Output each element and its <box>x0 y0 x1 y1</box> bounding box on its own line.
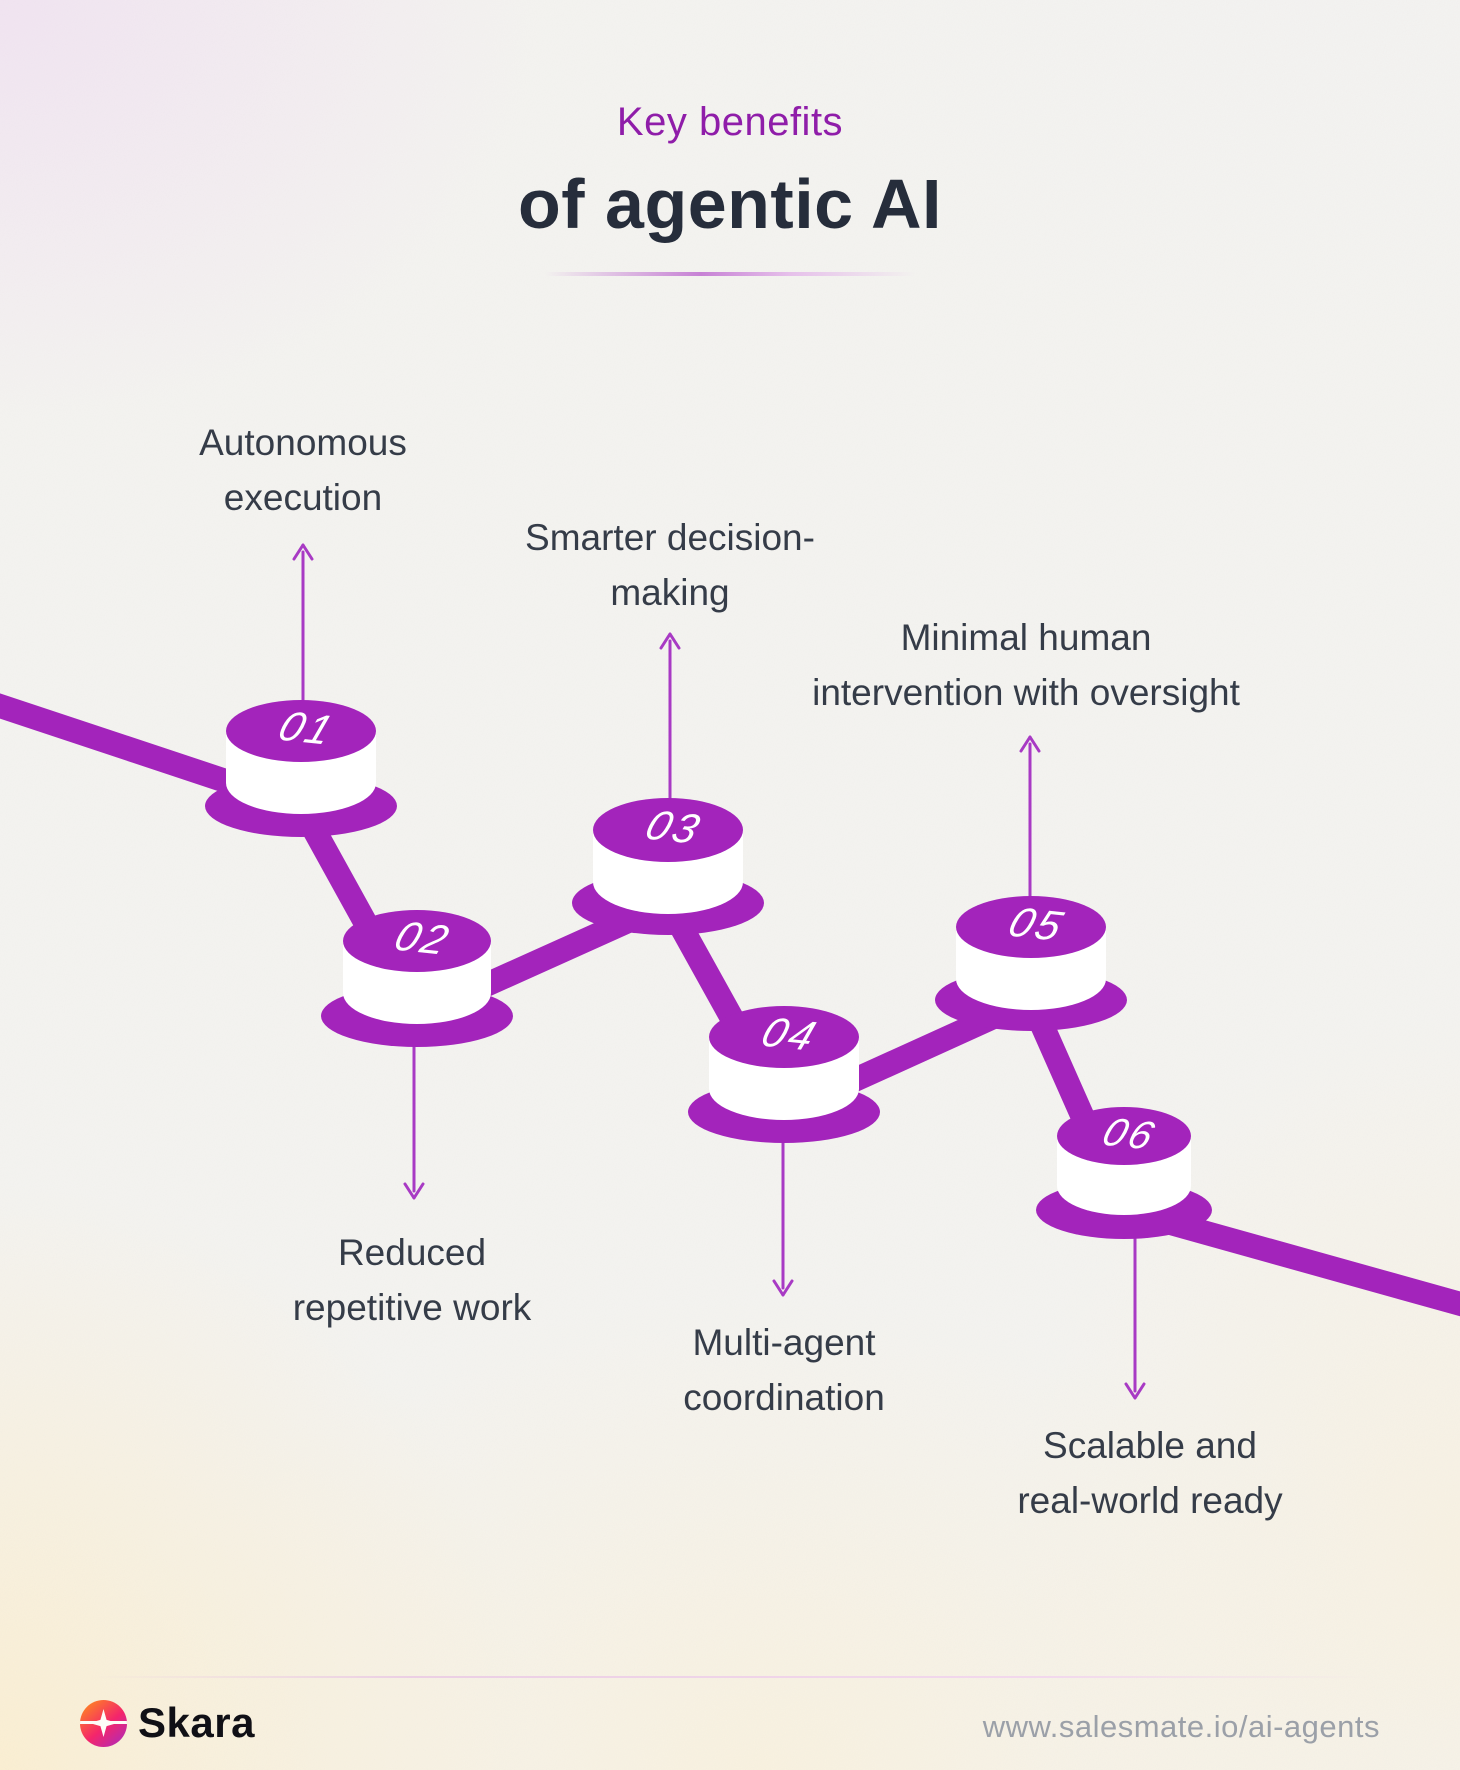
arrow-down-06 <box>1124 1237 1146 1400</box>
timeline-node-03: 03 <box>572 798 764 935</box>
benefit-label-04-line2: coordination <box>683 1377 885 1418</box>
timeline-node-01: 01 <box>205 700 397 837</box>
timeline-node-02: 02 <box>321 910 513 1047</box>
footer-url: www.salesmate.io/ai-agents <box>982 1709 1380 1744</box>
title-divider <box>545 272 915 276</box>
benefit-label-06-line1: Scalable and <box>1043 1425 1257 1466</box>
timeline-path <box>0 693 1460 1317</box>
arrow-up-05 <box>1019 735 1041 898</box>
arrow-up-01 <box>292 543 314 702</box>
eyebrow-title: Key benefits <box>616 100 844 144</box>
benefit-label-06-line2: real-world ready <box>1017 1480 1283 1521</box>
arrow-up-03 <box>659 632 681 800</box>
brand-name: Skara <box>138 1699 255 1746</box>
arrow-down-04 <box>772 1141 794 1297</box>
footer-divider <box>88 1676 1372 1678</box>
benefit-label-05-line1: Minimal human <box>900 617 1152 658</box>
page-title: of agentic AI <box>518 165 942 243</box>
benefit-label-01: Autonomous execution <box>199 415 407 525</box>
benefit-label-02-line2: repetitive work <box>292 1287 532 1328</box>
benefit-label-03-line1: Smarter decision- <box>525 517 815 558</box>
benefit-label-02-line1: Reduced <box>337 1232 487 1273</box>
timeline-node-04: 04 <box>688 1006 880 1143</box>
benefit-label-05-line2: intervention with oversight <box>812 672 1240 713</box>
benefit-label-03: Smarter decision- making <box>525 510 815 620</box>
benefit-label-01-line1: Autonomous <box>199 422 407 463</box>
arrow-down-02 <box>403 1045 425 1200</box>
skara-logo-icon <box>80 1699 127 1747</box>
sparkle-icon <box>89 1709 118 1737</box>
timeline-node-05: 05 <box>935 896 1127 1031</box>
benefit-label-02: Reduced repetitive work <box>293 1225 532 1335</box>
benefit-label-03-line2: making <box>610 572 730 613</box>
benefit-label-05: Minimal human intervention with oversigh… <box>812 610 1240 720</box>
brand-lockup: Skara <box>80 1699 255 1747</box>
benefit-label-04-line1: Multi-agent <box>692 1322 876 1363</box>
benefit-label-04: Multi-agent coordination <box>683 1315 885 1425</box>
benefit-label-06: Scalable and real-world ready <box>1017 1418 1282 1528</box>
benefit-label-01-line2: execution <box>223 477 383 518</box>
timeline-node-06: 06 <box>1036 1107 1212 1239</box>
